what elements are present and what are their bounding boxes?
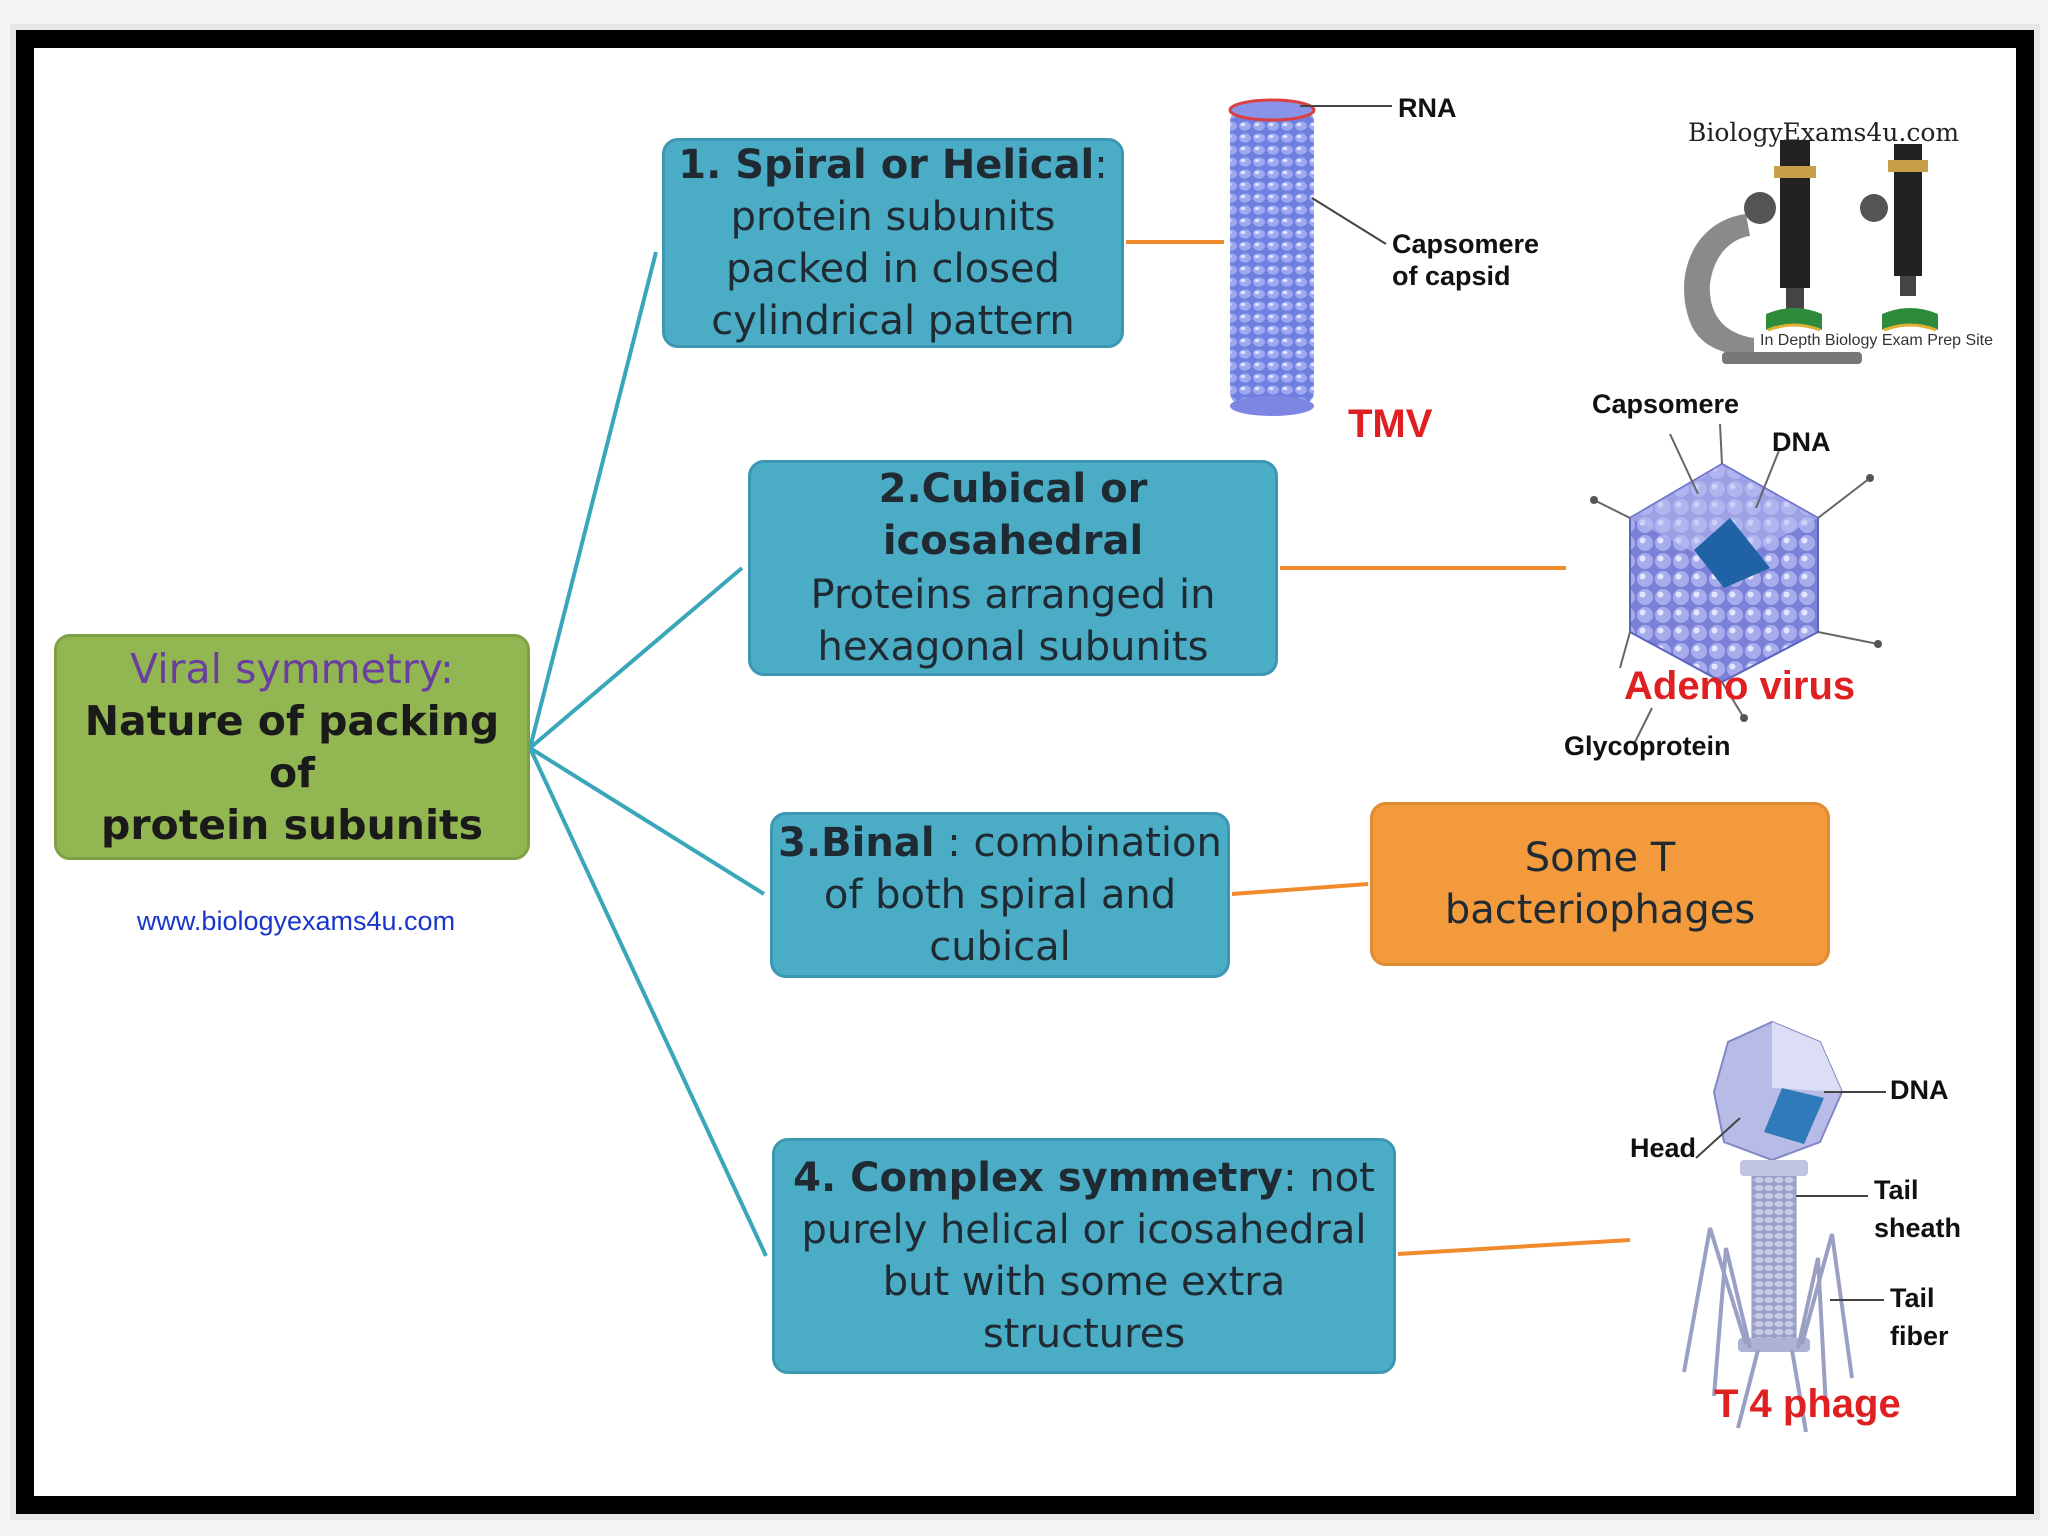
connector-root-to-binal [528,746,766,896]
branch-complex-line: structures [982,1311,1186,1357]
root-title: Viral symmetry: [130,645,454,693]
branch-complex-line: but with some extra [882,1259,1286,1305]
phage-label-tail-sheath-2: sheath [1874,1213,1962,1243]
phage-label-tail-fiber-1: Tail [1890,1283,1935,1313]
branch-complex-heading-suffix: : not [1283,1155,1375,1201]
branch-cubical-heading: 2.Cubical or icosahedral [878,466,1148,564]
root-subtitle-line-2: protein subunits [100,801,484,849]
diagram-canvas: Viral symmetry: Nature of packing of pro… [34,48,2016,1496]
slide-frame: Viral symmetry: Nature of packing of pro… [16,30,2034,1514]
binal-example-line-2: bacteriophages [1444,887,1756,933]
branch-cubical-line: hexagonal subunits [817,624,1209,670]
branch-binal-line: cubical [929,924,1071,970]
adeno-virus-illustration [1590,423,1882,745]
branch-complex: 4. Complex symmetry: not purely helical … [772,1138,1396,1374]
branch-helical-heading: 1. Spiral or Helical [678,142,1095,188]
phage-title: T 4 phage [1714,1382,1901,1426]
connector-binal-to-phages [1231,882,1369,896]
tmv-label-capsomere: Capsomere [1392,229,1540,259]
tmv-rod-illustration [1228,98,1392,416]
branch-helical-heading-row: 1. Spiral or Helical: [678,139,1108,191]
logo-tagline: In Depth Biology Exam Prep Site [1760,332,1994,349]
t4-phage-illustration [1682,1020,1886,1433]
virus-illustrations [1228,98,1938,1433]
connector-root-to-complex [528,747,768,1257]
branch-complex-heading: 4. Complex symmetry [793,1155,1284,1201]
branch-binal-heading-suffix: : combination [934,820,1222,866]
connector-complex-to-t4 [1397,1238,1631,1256]
branch-helical-line: packed in closed [726,246,1060,292]
branch-binal-heading: 3.Binal [778,820,935,866]
connector-lines [528,240,1631,1257]
adeno-label-capsomere: Capsomere [1592,389,1740,419]
logo-name: BiologyExams4u.com [1688,118,1960,147]
connector-root-to-cubical [528,566,744,750]
branch-binal: 3.Binal : combination of both spiral and… [770,812,1230,978]
adeno-title: Adeno virus [1624,664,1856,708]
root-subtitle-line-1: Nature of packing of [84,697,500,797]
branch-binal-heading-row: 3.Binal : combination [778,817,1222,869]
adeno-label-glycoprotein: Glycoprotein [1564,731,1731,761]
phage-label-tail-sheath-1: Tail [1874,1175,1919,1205]
branch-helical-heading-suffix: : [1094,142,1108,188]
branch-cubical: 2.Cubical or icosahedral Proteins arrang… [748,460,1278,676]
branch-helical: 1. Spiral or Helical: protein subunits p… [662,138,1124,348]
phage-label-tail-fiber-2: fiber [1890,1321,1949,1351]
phage-label-head: Head [1630,1133,1697,1163]
tmv-label-rna: RNA [1398,93,1457,123]
branch-complex-heading-row: 4. Complex symmetry: not [793,1152,1375,1204]
binal-example-line-1: Some T [1524,835,1676,881]
adeno-label-dna: DNA [1772,427,1831,457]
branch-helical-line: cylindrical pattern [711,298,1075,344]
phage-label-dna: DNA [1890,1075,1949,1105]
connector-root-to-helical [528,251,658,749]
source-url: www.biologyexams4u.com [136,906,456,936]
microscope-logo-icon [1684,140,1938,364]
root-node-viral-symmetry: Viral symmetry: Nature of packing of pro… [54,634,530,860]
branch-helical-line: protein subunits [730,194,1056,240]
branch-complex-line: purely helical or icosahedral [801,1207,1367,1253]
tmv-label-of-capsid: of capsid [1392,261,1511,291]
branch-cubical-line: Proteins arranged in [810,572,1216,618]
tmv-title: TMV [1348,402,1433,446]
branch-binal-line: of both spiral and [823,872,1177,918]
binal-example-box: Some T bacteriophages [1370,802,1830,966]
